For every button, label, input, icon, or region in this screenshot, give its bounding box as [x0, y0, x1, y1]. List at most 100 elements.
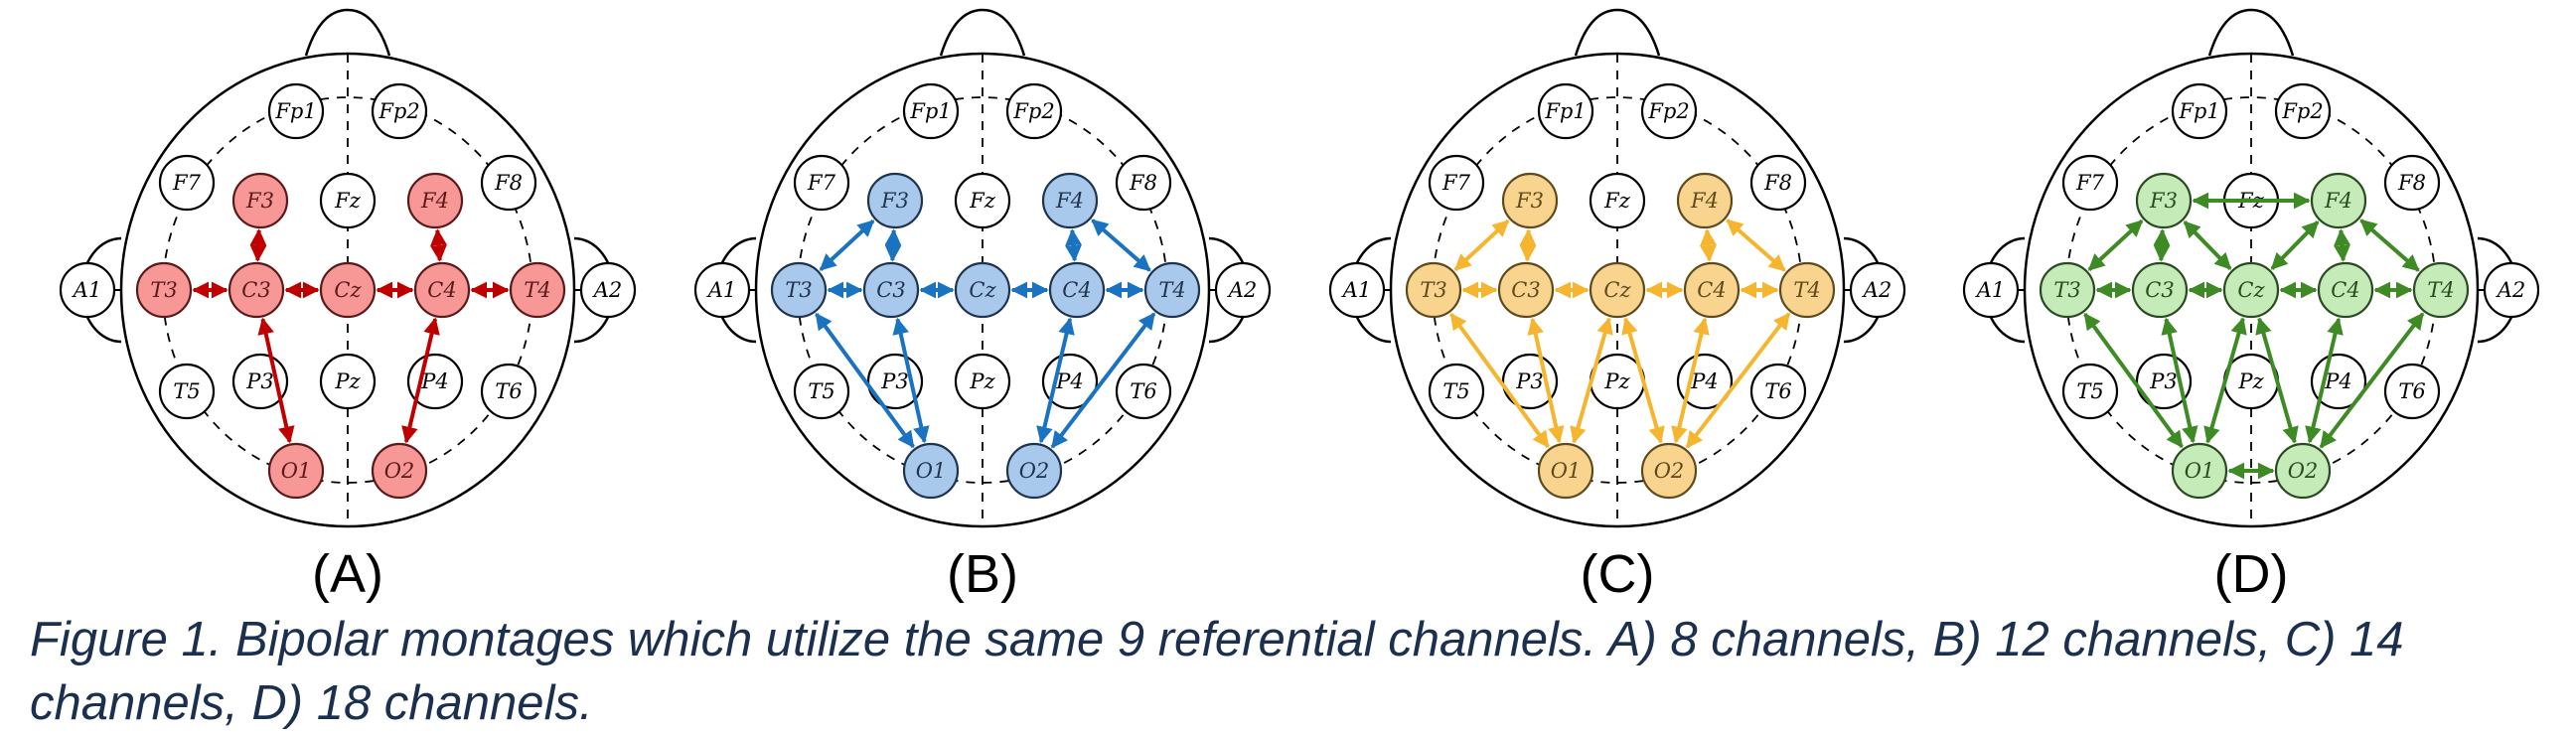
electrode-o1: O1 [267, 442, 325, 500]
electrode-label: T5 [1442, 379, 1469, 403]
electrode-t6: T6 [2383, 363, 2441, 420]
electrode-fp2: Fp2 [1640, 82, 1698, 140]
electrode-label: T4 [1793, 278, 1820, 302]
electrode-label: A1 [706, 278, 737, 302]
electrode-label: Fp2 [1012, 99, 1054, 123]
nose-outline [939, 8, 1026, 57]
electrode-label: P4 [420, 369, 449, 393]
electrode-f8: F8 [480, 154, 537, 212]
electrode-a1: A1 [59, 261, 116, 319]
electrode-label: P3 [880, 369, 909, 393]
electrode-t6: T6 [1115, 363, 1172, 420]
electrode-label: C4 [2331, 278, 2359, 302]
electrode-t4: T4 [2412, 261, 2470, 319]
panel-label-a: (A) [312, 544, 383, 604]
electrode-fz: Fz [319, 172, 377, 229]
electrode-label: F4 [1055, 189, 1084, 213]
electrode-label: F4 [420, 189, 449, 213]
electrode-f4: F4 [1041, 172, 1099, 229]
electrode-label: P4 [2324, 369, 2352, 393]
electrode-t5: T5 [793, 363, 850, 420]
channel-arrow-f4-t4 [1091, 219, 1151, 272]
electrode-t3: T3 [135, 261, 193, 319]
electrode-label: F4 [1690, 189, 1719, 213]
electrode-label: Fz [1603, 189, 1631, 213]
electrode-label: P4 [1055, 369, 1084, 393]
electrode-label: O1 [281, 459, 312, 483]
electrode-label: O1 [916, 459, 947, 483]
electrode-c4: C4 [2317, 261, 2374, 319]
electrode-label: T3 [1420, 278, 1446, 302]
electrode-o1: O1 [902, 442, 960, 500]
electrode-a2: A2 [2483, 261, 2540, 319]
electrode-label: F7 [1441, 171, 1471, 195]
electrode-a2: A2 [1849, 261, 1906, 319]
electrode-label: P3 [1515, 369, 1544, 393]
electrode-label: A1 [1975, 278, 2006, 302]
channel-arrow-cz-o1 [1570, 317, 1613, 444]
electrode-t3: T3 [1405, 261, 1462, 319]
channel-arrow-f4-c4 [430, 228, 447, 262]
channel-arrow-f4-c4 [1065, 228, 1082, 262]
electrode-label: Fp1 [2178, 99, 2219, 123]
electrode-label: T4 [2427, 278, 2454, 302]
electrode-label: F3 [245, 189, 274, 213]
electrode-label: Fp1 [1544, 99, 1586, 123]
electrode-label: C4 [1697, 278, 1726, 302]
channel-arrow-f3-c3 [2153, 228, 2171, 262]
electrode-cz: Cz [954, 261, 1011, 319]
electrode-label: Pz [2237, 369, 2264, 393]
electrode-cz: Cz [319, 261, 377, 319]
channel-arrow-c4-o2 [401, 317, 440, 444]
electrode-label: F8 [1129, 171, 1157, 195]
electrode-f3: F3 [2135, 172, 2193, 229]
electrode-label: F3 [2149, 189, 2178, 213]
electrode-c3: C3 [227, 261, 285, 319]
channel-arrow-c3-o1 [257, 317, 295, 444]
electrode-label: O2 [1019, 459, 1050, 483]
electrode-a2: A2 [1214, 261, 1272, 319]
electrode-label: O2 [1654, 459, 1685, 483]
electrode-o2: O2 [2274, 442, 2332, 500]
figure-caption: Figure 1. Bipolar montages which utilize… [30, 613, 2404, 730]
electrode-f7: F7 [2061, 154, 2119, 212]
electrode-t5: T5 [158, 363, 216, 420]
electrode-label: Fp2 [2281, 99, 2323, 123]
channel-arrow-f4-t4 [2359, 219, 2420, 272]
electrode-label: Pz [969, 369, 995, 393]
electrode-t3: T3 [770, 261, 828, 319]
electrode-label: F7 [807, 171, 836, 195]
electrode-label: P4 [1690, 369, 1719, 393]
electrode-label: O1 [2185, 459, 2215, 483]
electrode-label: T4 [524, 278, 550, 302]
panel-label-c: (C) [1580, 544, 1655, 604]
electrode-t6: T6 [1749, 363, 1807, 420]
electrode-label: T3 [150, 278, 177, 302]
electrode-cz: Cz [2222, 261, 2280, 319]
electrode-fp1: Fp1 [902, 82, 960, 140]
electrode-label: Cz [1603, 278, 1631, 302]
channel-arrow-c3-o1 [892, 317, 930, 444]
electrode-label: Fp1 [274, 99, 316, 123]
electrode-label: O2 [2288, 459, 2319, 483]
electrode-fp2: Fp2 [2274, 82, 2332, 140]
electrode-label: T6 [1130, 379, 1156, 403]
panel-label-b: (B) [947, 544, 1018, 604]
electrode-label: Fz [969, 189, 996, 213]
electrode-f8: F8 [1749, 154, 1807, 212]
electrode-label: T6 [495, 379, 522, 403]
electrode-label: T6 [1764, 379, 1791, 403]
electrode-cz: Cz [1589, 261, 1646, 319]
electrode-f4: F4 [1676, 172, 1734, 229]
electrode-o1: O1 [1537, 442, 1594, 500]
electrode-c3: C3 [1497, 261, 1555, 319]
electrode-label: T5 [2076, 379, 2103, 403]
electrode-label: C4 [1062, 278, 1091, 302]
electrode-label: F8 [2397, 171, 2426, 195]
electrode-c4: C4 [413, 261, 471, 319]
electrode-f7: F7 [1428, 154, 1485, 212]
electrode-label: C3 [1511, 278, 1540, 302]
electrode-f8: F8 [1115, 154, 1172, 212]
